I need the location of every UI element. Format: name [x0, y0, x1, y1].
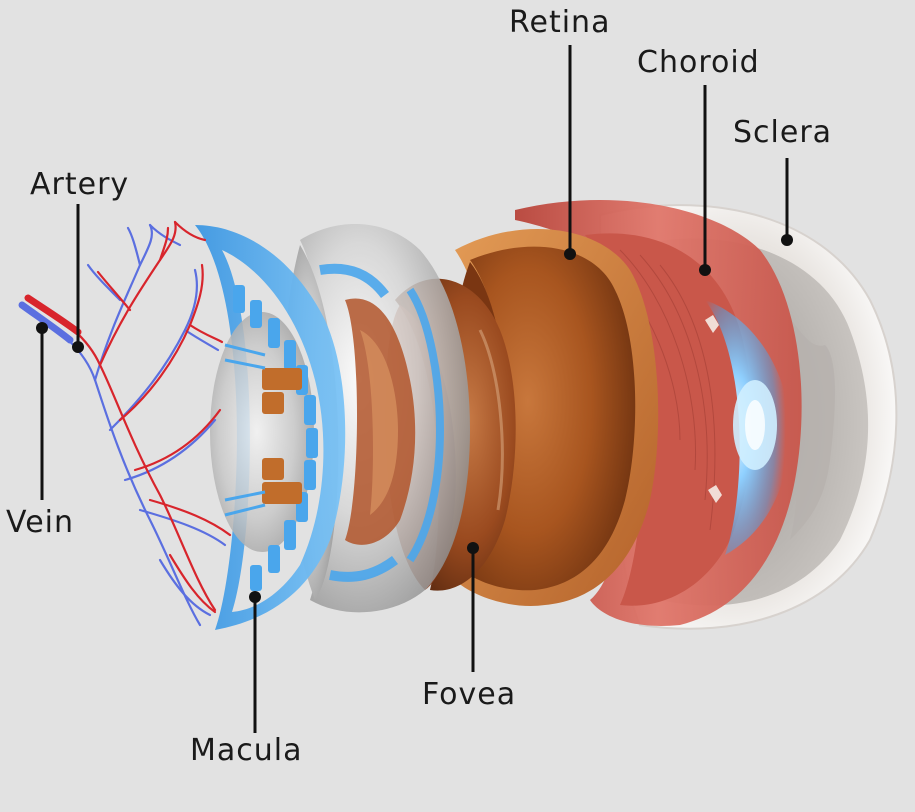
fovea-label: Fovea	[422, 680, 516, 710]
sclera-label: Sclera	[733, 118, 832, 148]
choroid-marker-dot	[699, 264, 711, 276]
vein-marker-dot	[36, 322, 48, 334]
sclera-marker-dot	[781, 234, 793, 246]
vessel-network	[22, 222, 230, 625]
artery-label: Artery	[30, 170, 129, 200]
artery-marker-dot	[72, 341, 84, 353]
macula-marker-dot	[249, 591, 261, 603]
vein-label: Vein	[6, 508, 74, 538]
retina-marker-dot	[564, 248, 576, 260]
retina-label: Retina	[509, 8, 610, 38]
fovea-marker-dot	[467, 542, 479, 554]
choroid-label: Choroid	[637, 48, 760, 78]
macula-label: Macula	[190, 736, 303, 766]
